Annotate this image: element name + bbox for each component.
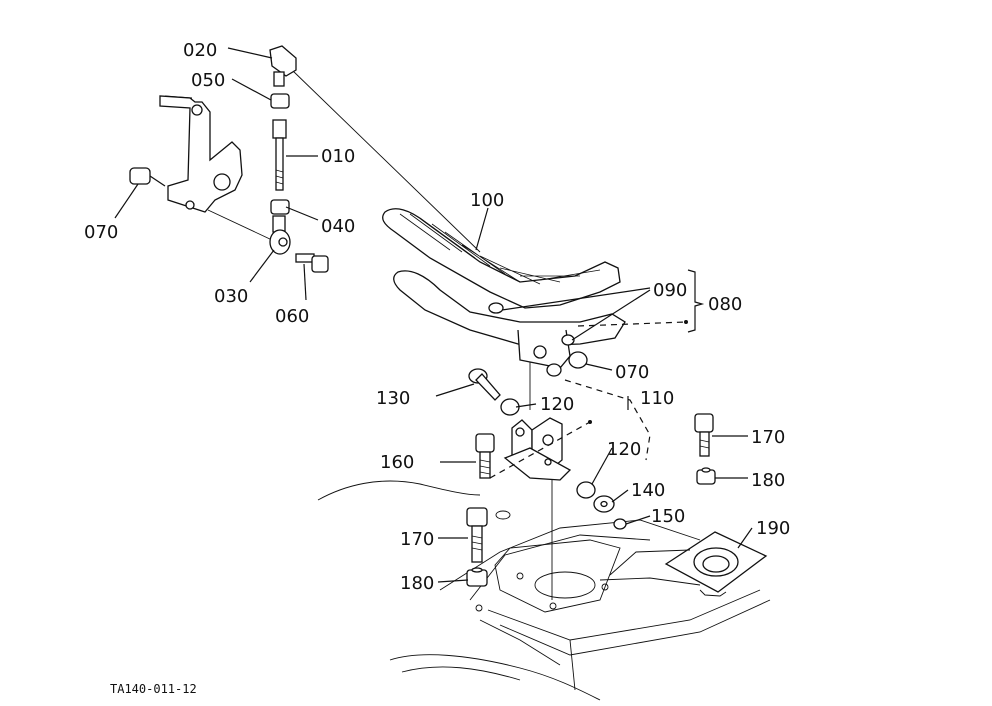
bushing-120-lower (576, 481, 596, 499)
nut-180-left (466, 567, 488, 612)
nut-180-right (696, 467, 716, 485)
support-bracket (503, 417, 572, 481)
callout-030: 030 (214, 286, 248, 307)
callout-140: 140 (631, 480, 665, 501)
callout-120-lower: 120 (607, 439, 641, 460)
grommet-190 (664, 531, 768, 597)
callout-050: 050 (191, 70, 225, 91)
callout-040: 040 (321, 216, 355, 237)
nut-070-left (129, 167, 151, 185)
callout-120-upper: 120 (540, 394, 574, 415)
callout-labels: 020 050 010 040 070 030 060 100 090 080 … (84, 40, 790, 696)
callout-080: 080 (708, 294, 742, 315)
callout-180-right: 180 (751, 470, 785, 491)
nut-050 (270, 93, 290, 109)
bolt-160 (475, 433, 495, 479)
lever-bracket (159, 95, 243, 213)
pin-130 (468, 368, 501, 401)
leader-lines (114, 47, 753, 583)
small-clip (495, 510, 511, 520)
rod-end-030 (269, 215, 291, 255)
callout-150: 150 (651, 506, 685, 527)
drawing-code: TA140-011-12 (110, 682, 197, 696)
clip-150 (613, 518, 627, 530)
bolt-170-left (466, 507, 488, 563)
callout-100: 100 (470, 190, 504, 211)
nut-040 (270, 199, 290, 215)
callout-160: 160 (380, 452, 414, 473)
bolt-170-right (694, 413, 714, 457)
callout-130: 130 (376, 388, 410, 409)
callout-170-right: 170 (751, 427, 785, 448)
callout-070-left: 070 (84, 222, 118, 243)
linkage-lines (207, 69, 553, 600)
callout-170-left: 170 (400, 529, 434, 550)
callout-060: 060 (275, 306, 309, 327)
nut-070-right (546, 351, 588, 377)
rod-010 (272, 119, 287, 191)
pedal-assembly (382, 208, 626, 369)
callout-110: 110 (640, 388, 674, 409)
callout-180-left: 180 (400, 573, 434, 594)
callout-020: 020 (183, 40, 217, 61)
callout-010: 010 (321, 146, 355, 167)
callout-090: 090 (653, 280, 687, 301)
callout-190: 190 (756, 518, 790, 539)
rod-end-020 (269, 45, 297, 87)
washer-140 (593, 495, 615, 513)
callout-070-right: 070 (615, 362, 649, 383)
floor-panel (317, 480, 771, 701)
bolt-060 (295, 253, 329, 273)
